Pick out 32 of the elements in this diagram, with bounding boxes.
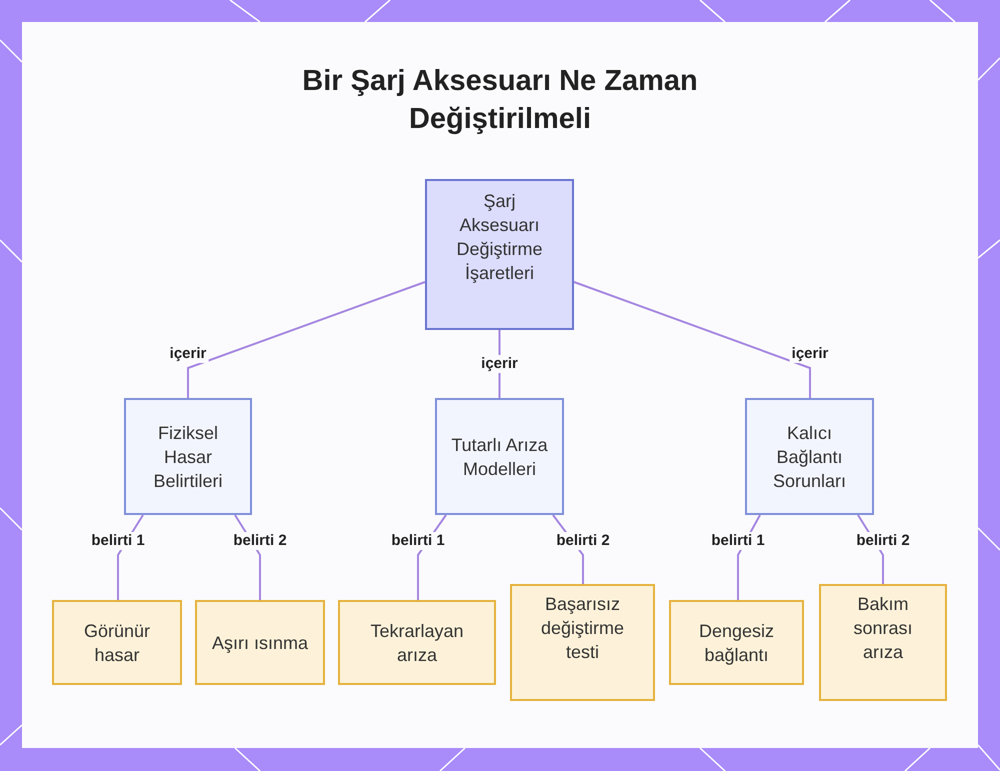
edge-label: belirti 2 — [854, 532, 912, 550]
category-box — [124, 398, 252, 515]
node-text: Fiziksel Hasar Belirtileri — [152, 422, 224, 492]
node-text: Aşırı ısınma — [212, 632, 308, 654]
connector-line — [187, 281, 426, 398]
edge-label: belirti 1 — [89, 532, 147, 550]
connector-line — [574, 281, 811, 398]
node-text: Başarısız değiştirme testi — [540, 593, 626, 664]
diagram-title: Bir Şarj Aksesuarı Ne Zaman Değiştirilmeli — [301, 64, 699, 137]
node-text: Tutarlı Arıza Modelleri — [450, 434, 549, 480]
edge-label: içerir — [168, 345, 208, 363]
symptom-box — [338, 600, 496, 685]
edge-label: belirti 1 — [709, 532, 767, 550]
edge-label: belirti 2 — [554, 532, 612, 550]
heading-box — [425, 179, 574, 330]
node-text: Bakım sonrası arıza — [852, 593, 914, 664]
node-text: Tekrarlayan arıza — [369, 620, 465, 666]
symptom-box — [819, 584, 947, 701]
symptom-box — [510, 584, 655, 701]
edge-label: belirti 1 — [389, 532, 447, 550]
symptom-box — [195, 600, 325, 685]
node-text: Şarj Aksesuarı Değiştirme İşaretleri — [455, 190, 544, 285]
symptom-box — [669, 600, 804, 685]
node-text: Görünür hasar — [82, 620, 152, 666]
node-text: Dengesiz bağlantı — [698, 620, 776, 666]
edge-label: içerir — [479, 355, 520, 373]
category-box — [745, 398, 874, 515]
edge-label: belirti 2 — [231, 532, 289, 550]
edge-label: içerir — [790, 345, 830, 363]
node-text: Kalıcı Bağlantı Sorunları — [772, 422, 848, 492]
symptom-box — [52, 600, 182, 685]
category-box — [435, 398, 564, 515]
